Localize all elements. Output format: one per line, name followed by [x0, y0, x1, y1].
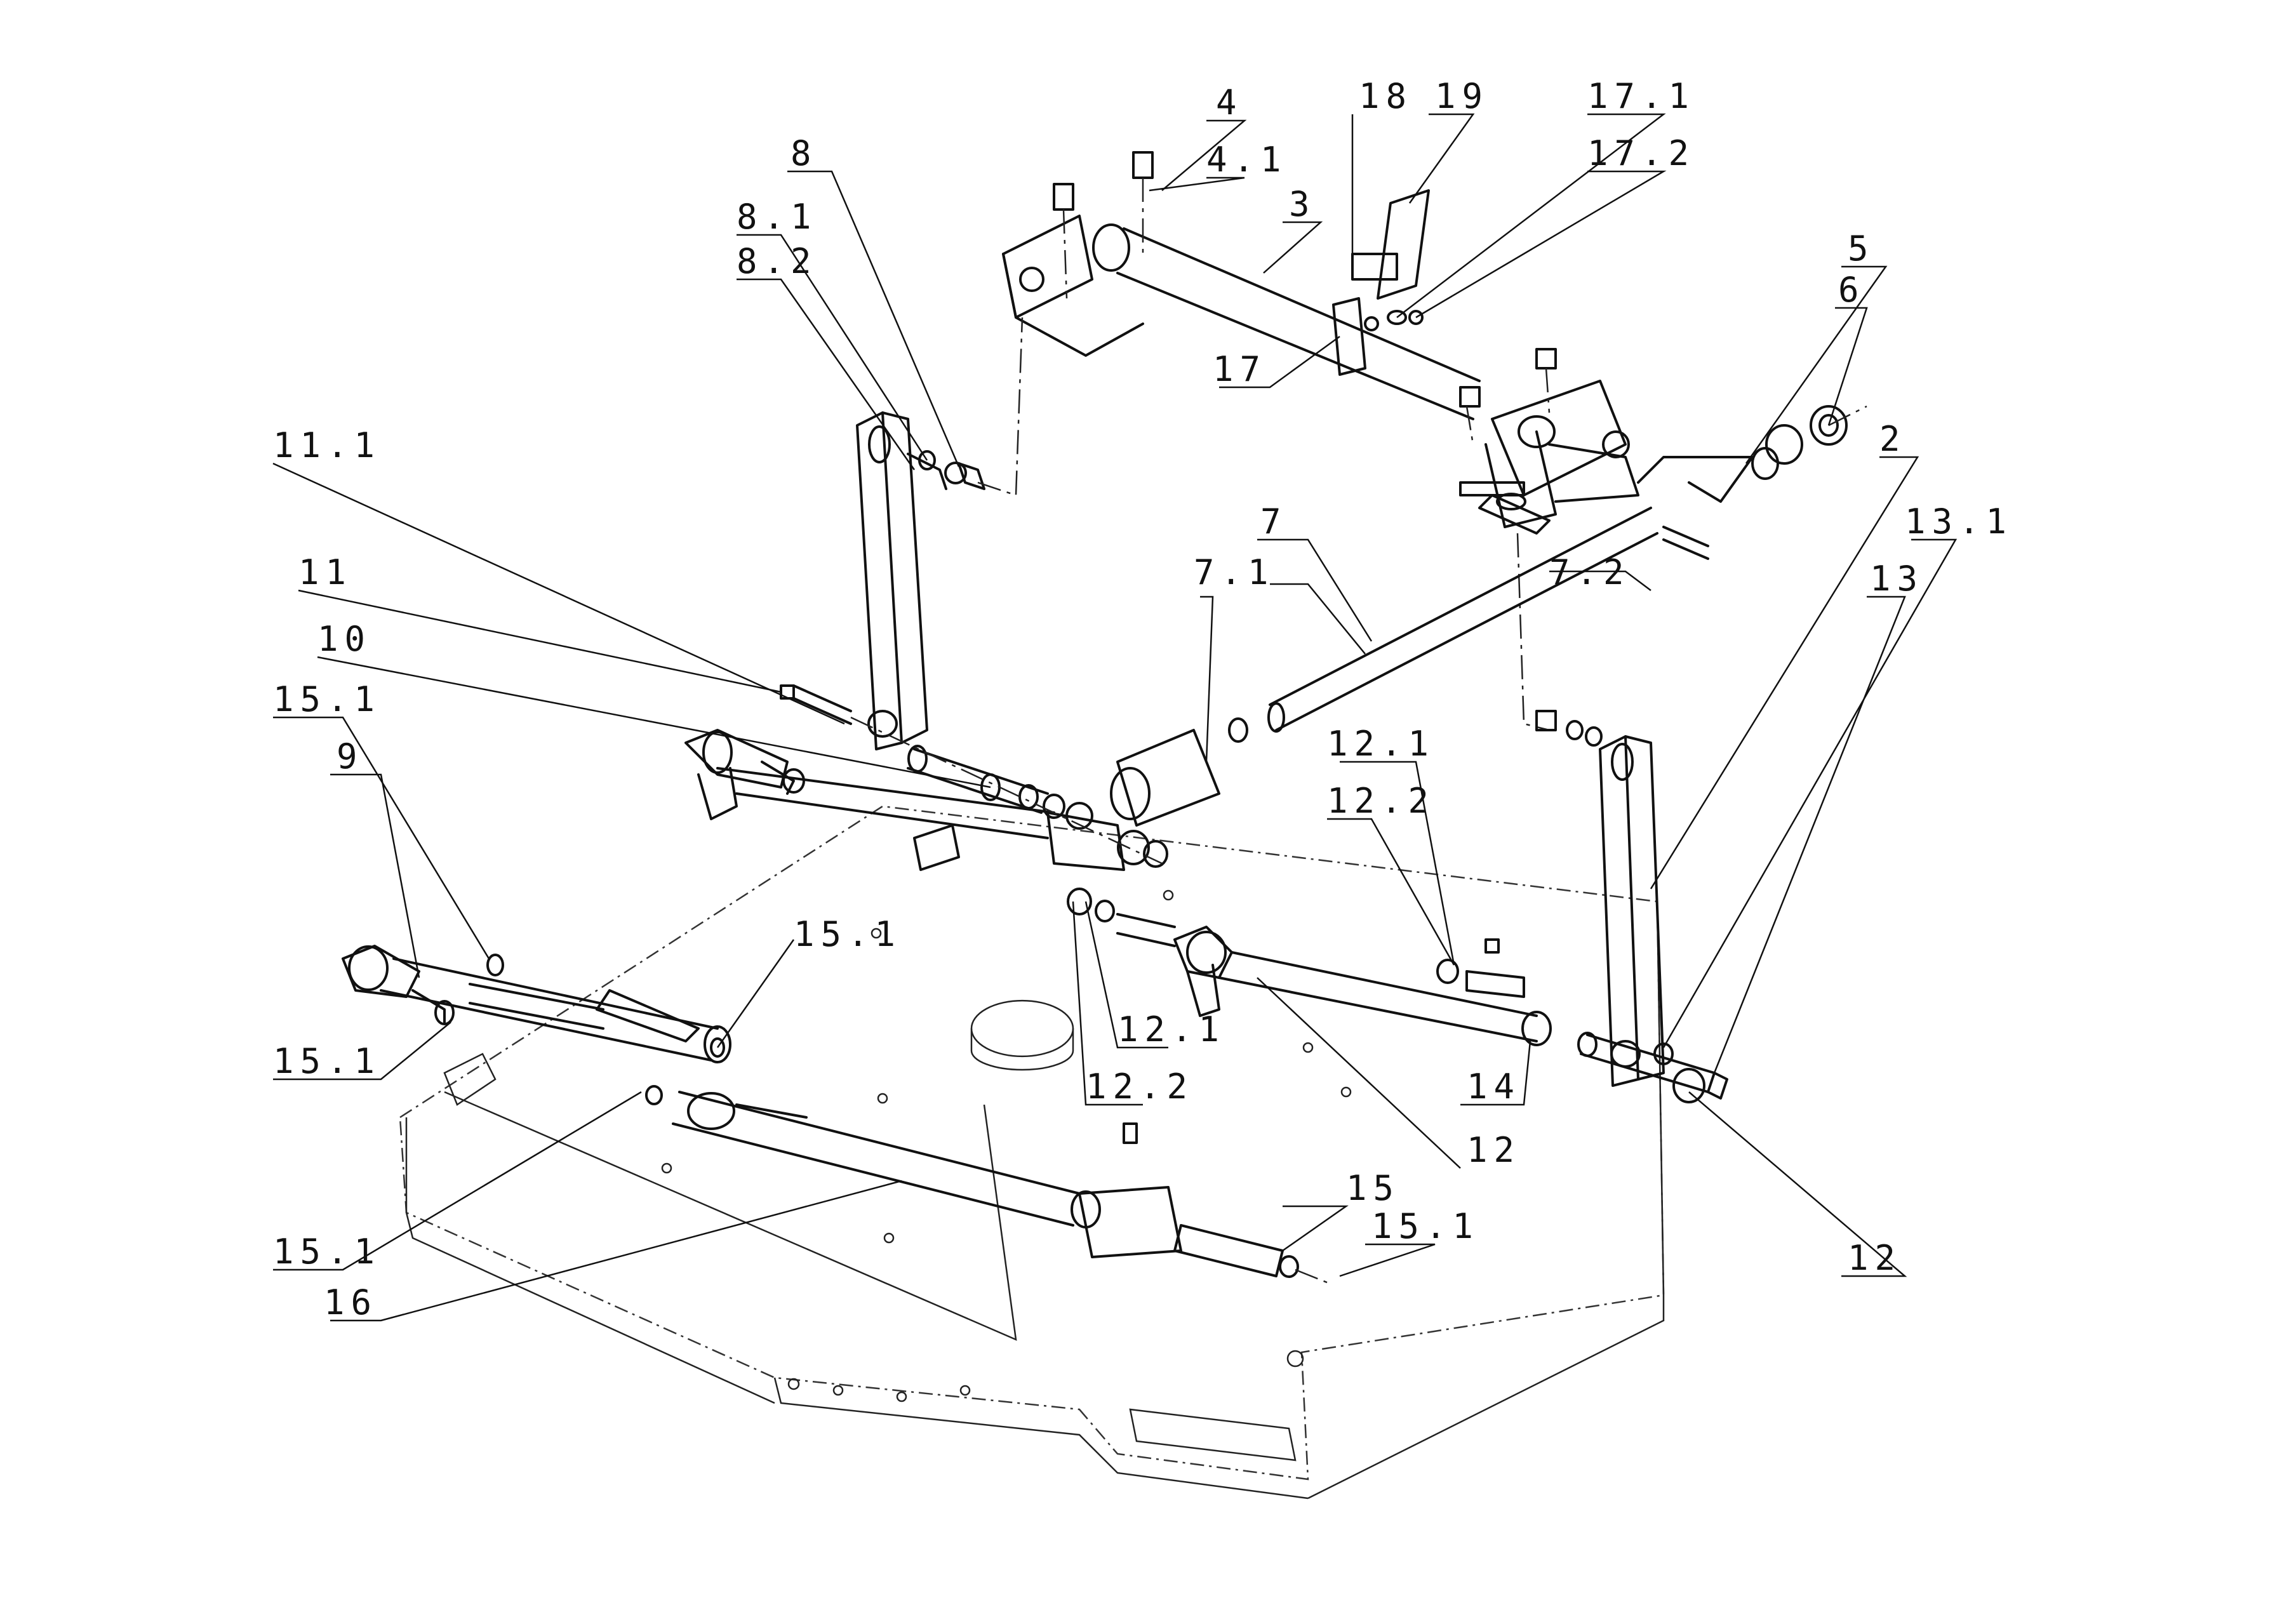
label-13: 13 [1870, 559, 1924, 599]
label-12-2-b: 12.2 [1086, 1067, 1194, 1107]
label-15: 15 [1346, 1168, 1400, 1208]
label-17-1: 17.1 [1587, 76, 1695, 116]
label-15-1-b: 15.1 [794, 914, 902, 954]
label-12-b: 12 [1848, 1238, 1902, 1278]
label-10: 10 [317, 619, 371, 659]
lower-left-arm [342, 945, 731, 1063]
upper-cross-arm [684, 684, 1168, 871]
lower-right-arm [1067, 888, 1728, 1103]
label-7: 7 [1260, 502, 1288, 542]
mower-deck [399, 805, 1665, 1500]
main-rod [1110, 405, 1867, 827]
label-11: 11 [298, 552, 352, 592]
label-4: 4 [1216, 83, 1243, 123]
leader-lines [272, 113, 1958, 1322]
label-2: 2 [1879, 419, 1907, 459]
label-15-1-e: 15.1 [273, 1232, 381, 1272]
label-18: 18 [1359, 76, 1413, 116]
label-11-1: 11.1 [273, 425, 381, 465]
label-15-1-c: 15.1 [273, 1041, 381, 1081]
label-9: 9 [337, 736, 364, 776]
label-14: 14 [1467, 1067, 1521, 1107]
label-17-2: 17.2 [1587, 133, 1695, 173]
label-4-1: 4.1 [1206, 140, 1288, 180]
left-lift-arm [856, 317, 1024, 750]
part-labels: 4 4.1 18 19 17.1 17.2 8 8.1 8.2 3 17 5 6… [273, 76, 2013, 1322]
label-8-1: 8.1 [737, 197, 818, 237]
label-15-1-a: 15.1 [273, 679, 381, 719]
label-12-1-b: 12.1 [1117, 1009, 1225, 1049]
label-16: 16 [324, 1282, 378, 1322]
label-15-1-d: 15.1 [1371, 1206, 1479, 1246]
lower-front-arm [645, 1085, 1328, 1284]
label-19: 19 [1435, 76, 1489, 116]
top-shaft-assembly [1002, 151, 1639, 535]
label-8: 8 [791, 133, 818, 173]
label-17: 17 [1213, 349, 1267, 389]
label-8-2: 8.2 [737, 241, 818, 281]
label-5: 5 [1848, 229, 1875, 269]
label-6: 6 [1838, 270, 1865, 310]
label-12-a: 12 [1467, 1130, 1521, 1170]
label-7-1: 7.1 [1194, 552, 1275, 592]
right-lift-arm [1516, 533, 1665, 1087]
label-12-1-a: 12.1 [1327, 724, 1435, 764]
label-12-2-a: 12.2 [1327, 781, 1435, 821]
label-13-1: 13.1 [1905, 502, 2013, 542]
label-3: 3 [1289, 184, 1316, 224]
label-7-2: 7.2 [1549, 552, 1631, 592]
